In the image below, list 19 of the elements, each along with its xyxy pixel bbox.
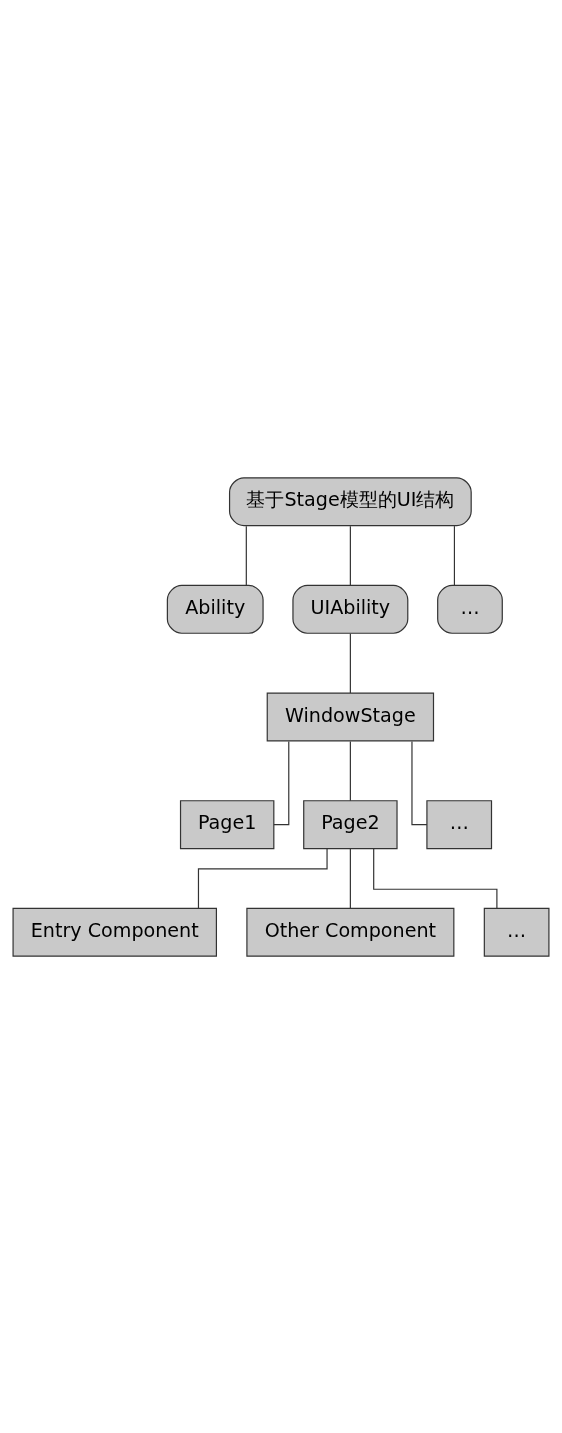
node-box: Page1 <box>179 799 275 849</box>
node-box: … <box>437 584 503 634</box>
node-box: Other Component <box>246 907 455 957</box>
connector <box>453 525 456 586</box>
connector <box>349 740 351 801</box>
node-box: WindowStage <box>266 692 435 741</box>
connector <box>197 847 328 909</box>
connector <box>349 632 351 694</box>
node-box: Entry Component <box>12 907 217 957</box>
connector <box>349 525 351 586</box>
connector <box>245 525 247 586</box>
node-box: … <box>483 907 550 957</box>
node-box: … <box>426 799 493 849</box>
node-box: 基于Stage模型的UI结构 <box>228 476 472 526</box>
node-box: Page2 <box>303 799 398 849</box>
node-box: UIAbility <box>292 584 409 634</box>
connector <box>373 847 498 909</box>
node-box: Ability <box>166 584 264 634</box>
connector <box>349 847 351 909</box>
